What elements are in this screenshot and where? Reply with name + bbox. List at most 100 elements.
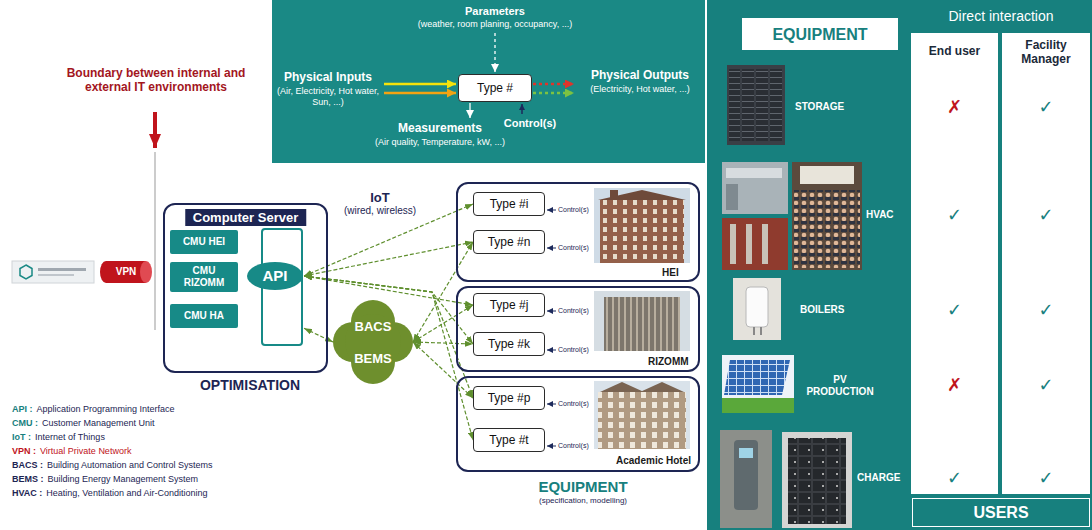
equipment-photo	[720, 65, 862, 528]
iot-subtitle: (wired, wireless)	[338, 205, 422, 217]
legend-definition: Building Automation and Control Systems	[47, 460, 213, 470]
node-text: BEMS	[354, 351, 392, 366]
university-logo-part	[20, 265, 32, 279]
check-mark: ✓	[1002, 204, 1090, 226]
building-photo-part	[598, 392, 686, 449]
boundary-note: Boundary between internal and external I…	[66, 66, 246, 94]
equipment-photo-part	[722, 398, 794, 413]
column-header: Facility Manager	[1002, 38, 1090, 66]
node-text: USERS	[973, 503, 1028, 522]
right-panel-ground-part	[911, 33, 998, 494]
node-text: CMU HEI	[183, 236, 225, 248]
equipment-photo-part	[788, 438, 846, 524]
university-logo-part	[38, 268, 86, 271]
section-subtitle: (specification, modelling)	[520, 496, 646, 506]
section-title: OPTIMISATION	[165, 377, 335, 394]
legend-row: BEMS :Building Energy Management System	[12, 472, 247, 486]
measure-title: Measurements	[380, 121, 500, 135]
legend-term: VPN :	[12, 446, 36, 456]
building-photo-part	[600, 382, 644, 392]
equipment-photo-part	[726, 168, 782, 178]
context-panel-ground-part	[494, 33, 495, 72]
equipment-photo-part	[782, 432, 852, 528]
type-box: Type #k	[473, 332, 545, 356]
iot-link	[413, 305, 473, 342]
equipment-name: CHARGE	[857, 472, 900, 484]
control-label: Control(s)	[558, 345, 589, 354]
equipment-photo-part	[726, 184, 738, 210]
equipment-photo-part	[794, 190, 860, 268]
node-text: CMU HA	[184, 310, 224, 322]
context-panel-ground-part	[384, 92, 456, 95]
university-logo-part	[12, 261, 94, 283]
node-text: VPN	[116, 266, 137, 278]
node-text: Type #	[477, 81, 513, 95]
node-text: Type #t	[489, 433, 528, 447]
equipment-photo-part	[746, 287, 768, 327]
type-box: Type #j	[473, 293, 545, 317]
control-leaders-part	[547, 311, 556, 312]
check-mark: ✗	[911, 374, 998, 396]
legend-term: CMU :	[12, 418, 38, 428]
node-text: Type #n	[488, 235, 531, 249]
cylinder-end	[140, 261, 152, 283]
legend-row: IoT :Internet of Things	[12, 430, 247, 444]
site-group: Academic HotelType #pType #t	[456, 376, 700, 472]
check-mark: ✓	[1002, 374, 1090, 396]
right-panel-ground-part	[707, 0, 1092, 530]
legend-definition: Application Programming Interface	[37, 404, 175, 414]
cmu-box: CMU HA	[170, 304, 238, 328]
control-label: Control(s)	[558, 205, 589, 214]
legend-term: BACS :	[12, 460, 43, 470]
control-label: Control(s)	[558, 441, 589, 450]
site-name: RIZOMM	[648, 356, 689, 368]
building-photo-part	[594, 381, 690, 449]
boundary-marker-part	[155, 152, 156, 330]
iot-link	[304, 204, 473, 276]
type-box: Type #	[458, 74, 532, 102]
check-mark: ✓	[911, 204, 998, 226]
legend-definition: Virtual Private Network	[40, 446, 131, 456]
cmu-box: CMU RIZOMM	[170, 262, 238, 292]
right-panel-ground	[707, 0, 1092, 530]
control-leaders-part	[547, 248, 556, 249]
input-list: (Air, Electricity, Hot water, Sun, ...)	[276, 86, 380, 108]
vpn-cylinder: VPN	[100, 261, 152, 283]
control-leaders-part	[547, 446, 556, 447]
iot-link	[413, 342, 473, 398]
building-photo-part	[598, 190, 686, 200]
control-label: Control(s)	[558, 399, 589, 408]
control-label: Control(s)	[558, 306, 589, 315]
control-title: Control(s)	[500, 117, 560, 130]
legend-row: HVAC :Heating, Ventilation and Air-Condi…	[12, 486, 247, 500]
equipment-name: BOILERS	[800, 304, 844, 316]
building-photo-part	[594, 291, 690, 351]
context-panel: Parameters(weather, room planing, occupa…	[272, 0, 705, 163]
equipment-photo-part	[722, 162, 788, 214]
equipment-photo-part	[760, 327, 762, 335]
check-mark: ✓	[911, 467, 998, 489]
site-group: RIZOMM Type #j Type #k	[456, 286, 700, 372]
control-leaders-part	[547, 404, 556, 405]
boundary-marker-part	[153, 112, 157, 148]
site-group: HEIType #iType #n	[456, 182, 700, 282]
type-box: Type #i	[473, 192, 545, 216]
legend-row: VPN : Virtual Private Network	[12, 444, 247, 458]
iot-link	[304, 276, 473, 440]
building-photo-part	[640, 382, 684, 392]
equipment-photo-part	[734, 440, 758, 510]
right-panel-ground-part	[1002, 33, 1090, 494]
bacs-bems-cloud: BACSBEMS	[333, 300, 413, 384]
check-mark: ✓	[1002, 467, 1090, 489]
node-text: EQUIPMENT	[772, 25, 867, 44]
type-box: Type #n	[473, 230, 545, 254]
cloud-shape	[333, 300, 413, 384]
context-panel-ground-part	[272, 0, 705, 163]
university-logo-part	[38, 274, 74, 276]
site-name: Academic Hotel	[616, 455, 691, 467]
iot-link	[304, 328, 333, 342]
api-label: API	[246, 267, 304, 285]
equipment-name: STORAGE	[795, 101, 844, 113]
server-box: Computer ServerCMU HEICMU RIZOMMCMU HAAP…	[163, 203, 328, 373]
